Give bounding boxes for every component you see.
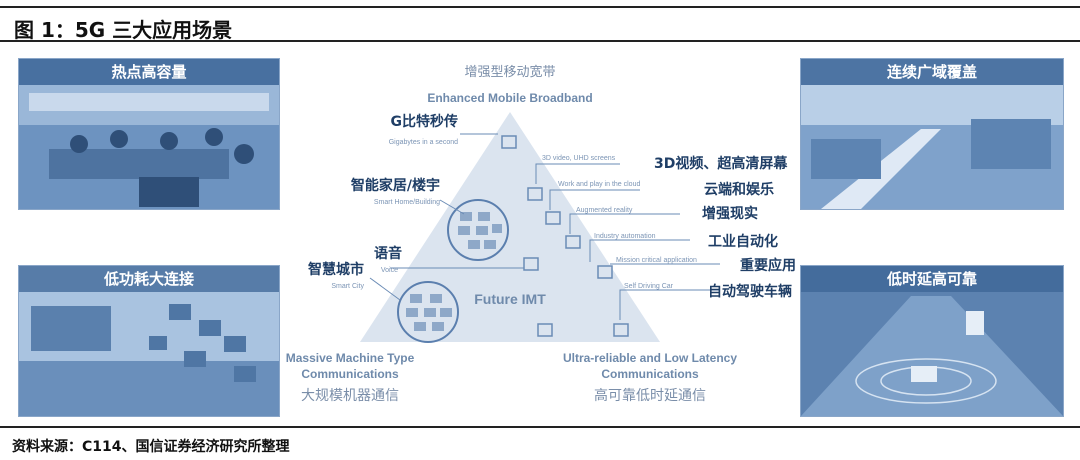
right-label-en-2: Communications [601, 367, 699, 381]
connector-lines [369, 133, 720, 320]
panel-coverage: 连续广域覆盖 [800, 58, 1064, 210]
top-label-cn: 增强型移动宽带 [464, 64, 555, 80]
callout-left-en-3: Smart City [331, 283, 364, 290]
right-label-cn: 高可靠低时延通信 [594, 387, 706, 404]
figure-title: 图 1：5G 三大应用场景 [14, 18, 233, 42]
callout-right-en-3: Industry automation [594, 233, 656, 240]
panel-label-hotspot: 热点高容量 [19, 59, 279, 85]
callout-left-cn-3: 智慧城市 [307, 261, 364, 278]
callout-right-cn-0: 3D视频、超高清屏幕 [654, 155, 788, 172]
smart-city-circle [397, 281, 459, 343]
callout-right-en-0: 3D video, UHD screens [542, 155, 616, 162]
right-icon-boxes [501, 135, 629, 337]
panel-low-power: 低功耗大连接 [18, 265, 280, 417]
center-label: Future IMT [474, 291, 546, 307]
top-label-en: Enhanced Mobile Broadband [427, 91, 592, 105]
left-label-en-2: Communications [301, 367, 399, 381]
panel-low-latency: 低时延高可靠 [800, 265, 1064, 417]
smart-home-icons [458, 212, 502, 249]
callout-left-cn-0: G比特秒传 [391, 113, 459, 130]
footer-divider [0, 426, 1080, 428]
smart-city-icons [406, 294, 452, 331]
panel-hotspot: 热点高容量 [18, 58, 280, 210]
callout-right-en-4: Mission critical application [616, 257, 697, 264]
callout-right-cn-4: 重要应用 [740, 257, 796, 274]
callout-right-en-2: Augmented reality [576, 207, 633, 214]
title-bar: 图 1：5G 三大应用场景 [0, 6, 1080, 42]
callout-left-cn-1: 智能家居/楼宇 [350, 177, 440, 194]
source-note: 资料来源：C114、国信证券经济研究所整理 [12, 439, 290, 455]
callout-right-en-1: Work and play in the cloud [558, 181, 640, 188]
callout-right-en-5: Self Driving Car [624, 283, 674, 290]
right-label-en-1: Ultra-reliable and Low Latency [563, 351, 737, 365]
panel-label-low-latency: 低时延高可靠 [801, 266, 1063, 292]
callout-left-en-2: Voice [381, 267, 398, 274]
callout-right-cn-2: 增强现实 [702, 205, 758, 222]
callout-right-cn-5: 自动驾驶车辆 [708, 283, 792, 300]
callout-left-en-1: Smart Home/Building [374, 199, 440, 206]
left-label-cn: 大规模机器通信 [301, 388, 399, 404]
callout-right-cn-3: 工业自动化 [708, 233, 778, 250]
panel-label-low-power: 低功耗大连接 [19, 266, 279, 292]
panel-label-coverage: 连续广域覆盖 [801, 59, 1063, 85]
callout-left-en-0: Gigabytes in a second [389, 139, 458, 146]
left-label-en-1: Massive Machine Type [286, 351, 415, 365]
callout-right-cn-1: 云端和娱乐 [704, 181, 774, 198]
smart-home-circle [447, 199, 509, 261]
callout-left-cn-2: 语音 [374, 245, 402, 262]
triangle-diagram: 增强型移动宽带 Enhanced Mobile Broadband Future… [286, 64, 796, 404]
triangle-shape [360, 112, 660, 342]
